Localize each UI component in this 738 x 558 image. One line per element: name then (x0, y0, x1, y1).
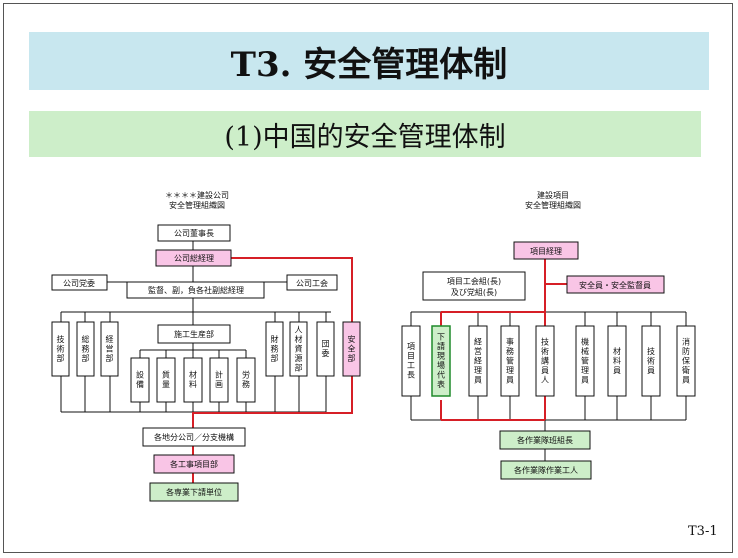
staff-col-2-box (468, 325, 488, 397)
right-chart-heading-2: 安全管理組織図 (525, 200, 581, 210)
board-chairman-label: 公司董事長 (174, 228, 214, 238)
left-dept-2-label: 経営部 (106, 334, 114, 363)
sub-dept-0-label: 設備 (136, 370, 144, 390)
slide-subtitle: (1)中国的安全管理体制 (224, 121, 506, 153)
right-dept-2-label: 団委 (322, 340, 330, 359)
project-staff-columns: 項目工長 下請現場代表 経営経理員 事務管理員 技術講員人 機械管理員 材料員 技術員 消防保衛… (401, 325, 696, 397)
staff-col-6-label: 材料員 (613, 346, 621, 375)
project-manager-box (513, 241, 579, 260)
staff-col-0-label: 項目工長 (407, 342, 415, 380)
left-org-chart: ＊＊＊＊建設公司 安全管理組織図 (51, 190, 361, 502)
production-dept-label: 施工生産部 (174, 329, 214, 339)
right-org-chart: 建設項目 安全管理組織図 (401, 190, 696, 480)
right-chart-heading-1: 建設項目 (537, 190, 569, 200)
team-leaders-box (499, 430, 591, 450)
safety-officer-label: 安全員・安全監督員 (579, 280, 651, 290)
left-dept-1-label: 総務部 (82, 334, 90, 363)
staff-col-2-label: 経営経理員 (474, 336, 482, 384)
sub-dept-2-box (183, 357, 203, 403)
sub-dept-2-label: 材料 (189, 370, 197, 390)
right-dept-1-box (289, 321, 308, 377)
board-chairman-box (157, 224, 231, 242)
sub-dept-0-box (130, 357, 150, 403)
party-committee-box (51, 274, 108, 291)
team-leaders-label: 各作業隊班組長 (517, 435, 573, 445)
labor-union-box (286, 274, 338, 291)
staff-col-5-label: 機械管理員 (581, 336, 589, 384)
sub-dept-3-label: 計画 (215, 370, 223, 390)
right-dept-0-box (265, 321, 284, 377)
staff-col-3-label: 事務管理員 (506, 336, 514, 384)
party-committee-label: 公司党委 (63, 278, 95, 288)
right-dept-0-label: 財務部 (271, 334, 279, 363)
left-dept-0-label: 技術部 (57, 334, 65, 363)
subcontractors-label: 各専業下請単位 (166, 487, 222, 497)
left-dept-boxes: 技術部 総務部 経営部 (51, 321, 119, 377)
staff-col-4-box (535, 325, 555, 397)
right-dept-1-label: 人材資源部 (295, 325, 303, 372)
left-chart-heading-1: ＊＊＊＊建設公司 (165, 190, 229, 200)
project-depts-label: 各工事項目部 (170, 459, 218, 469)
right-dept-3-box (342, 321, 361, 377)
project-union-line1: 項目工会組(長) (447, 276, 501, 286)
subtitle-banner: (1)中国的安全管理体制 (29, 111, 701, 157)
production-dept-box (157, 324, 231, 344)
vice-managers-box (126, 281, 265, 299)
sub-dept-3-box (209, 357, 229, 403)
staff-col-3-box (500, 325, 520, 397)
subcontractors-box (149, 482, 239, 502)
page-number: T3-1 (688, 524, 718, 539)
staff-col-1-label: 下請現場代表 (437, 333, 445, 390)
staff-col-6-box (607, 325, 627, 397)
staff-col-7-label: 技術員 (647, 346, 655, 375)
branches-label: 各地分公司／分支機構 (154, 432, 234, 442)
left-dept-1-box (76, 321, 95, 377)
staff-col-7-box (641, 325, 661, 397)
right-dept-2-box (316, 321, 335, 377)
staff-col-8-box (676, 325, 696, 397)
right-dept-3-label: 安全部 (348, 334, 356, 363)
left-chart-heading-2: 安全管理組織図 (169, 200, 225, 210)
title-banner: T3. 安全管理体制 (29, 32, 709, 90)
vice-managers-label: 監督、副，負各社副総経理 (148, 285, 244, 295)
branches-box (142, 427, 246, 447)
staff-col-1-box (431, 325, 451, 397)
staff-col-0-box (401, 325, 421, 397)
staff-col-4-label: 技術講員人 (541, 336, 549, 384)
sub-dept-1-box (156, 357, 176, 403)
project-union-line2: 及び党組(長) (451, 287, 497, 297)
slide-title: T3. 安全管理体制 (230, 44, 508, 85)
safety-officer-box (566, 275, 665, 294)
general-manager-label: 公司総経理 (174, 253, 214, 263)
labor-union-label: 公司工会 (296, 278, 328, 288)
project-manager-label: 項目経理 (530, 246, 562, 256)
left-dept-0-box (51, 321, 70, 377)
staff-col-5-box (575, 325, 595, 397)
sub-dept-4-label: 労務 (242, 370, 250, 390)
sub-dept-1-label: 質量 (162, 370, 170, 390)
staff-col-8-label: 消防保衛員 (682, 336, 690, 384)
project-union-box (422, 271, 526, 301)
workers-label: 各作業隊作業工人 (514, 465, 578, 475)
general-manager-box (155, 249, 232, 267)
slide-frame (3, 3, 733, 553)
right-dept-boxes: 財務部 人材資源部 団委 安全部 (265, 321, 361, 377)
workers-box (500, 460, 592, 480)
left-dept-2-box (100, 321, 119, 377)
project-depts-box (153, 454, 235, 474)
sub-dept-4-box (236, 357, 256, 403)
